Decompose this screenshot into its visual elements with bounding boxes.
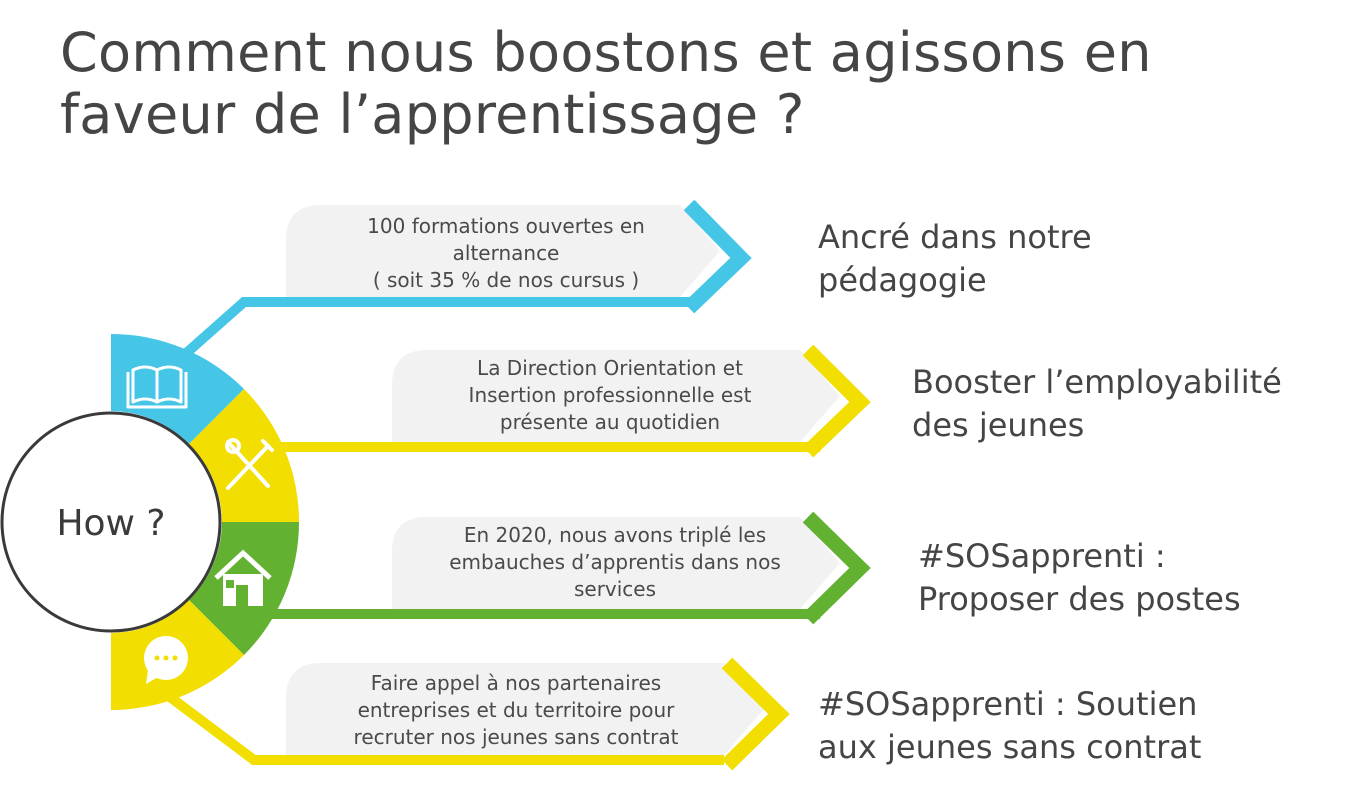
box-line: services [573,577,657,601]
text-box-4 [286,663,764,755]
box-line: Faire appel à nos partenaires [370,671,662,695]
text-box-1 [286,205,720,297]
arrow-tip-3 [802,511,871,625]
box-line: entreprises et du territoire pour [357,698,675,722]
book-icon [126,365,188,409]
box-text-1: 100 formations ouvertes en alternance ( … [296,213,716,294]
box-line: La Direction Orientation et [477,356,743,380]
arrow-tip-1 [683,199,752,314]
connector-line-1 [179,297,700,360]
arrow-tip-4 [721,657,790,771]
box-line: 100 formations ouvertes en [367,214,645,238]
box-text-4: Faire appel à nos partenaires entreprise… [300,670,732,751]
heading-3: #SOSapprenti : Proposer des postes [918,535,1241,621]
heading-line: #SOSapprenti : Soutien [818,685,1198,723]
page-title: Comment nous boostons et agissons en fav… [60,21,1152,146]
heading-line: Booster l’employabilité [912,363,1282,401]
heading-line: aux jeunes sans contrat [818,728,1202,766]
arc-segment-blue [111,333,244,444]
box-line: alternance [452,241,560,265]
chat-bubble-icon [144,636,188,684]
center-label: How ? [56,502,166,544]
arc-segment-yellow-upper [189,389,300,522]
box-text-3: En 2020, nous avons triplé les embauches… [392,522,838,603]
heading-1: Ancré dans notre pédagogie [818,216,1092,302]
box-line: Insertion professionnelle est [468,383,752,407]
box-line: recruter nos jeunes sans contrat [353,725,679,749]
heading-line: #SOSapprenti : [918,537,1166,575]
box-text-2: La Direction Orientation et Insertion pr… [395,355,825,436]
connector-line-4 [163,690,724,765]
heading-line: des jeunes [912,406,1085,444]
heading-4: #SOSapprenti : Soutien aux jeunes sans c… [818,683,1201,769]
house-icon [214,549,272,606]
box-line: embauches d’apprentis dans nos [449,550,781,574]
text-box-3 [392,517,840,609]
box-line: En 2020, nous avons triplé les [463,523,767,547]
box-line: présente au quotidien [499,410,721,434]
tools-icon [225,438,274,490]
box-line: ( soit 35 % de nos cursus ) [372,268,640,292]
heading-line: Ancré dans notre [818,218,1092,256]
center-circle [0,411,222,633]
heading-line: pédagogie [818,261,987,299]
text-box-2 [392,350,840,442]
heading-line: Proposer des postes [918,580,1241,618]
arrow-tip-2 [802,344,871,458]
heading-2: Booster l’employabilité des jeunes [912,361,1282,447]
